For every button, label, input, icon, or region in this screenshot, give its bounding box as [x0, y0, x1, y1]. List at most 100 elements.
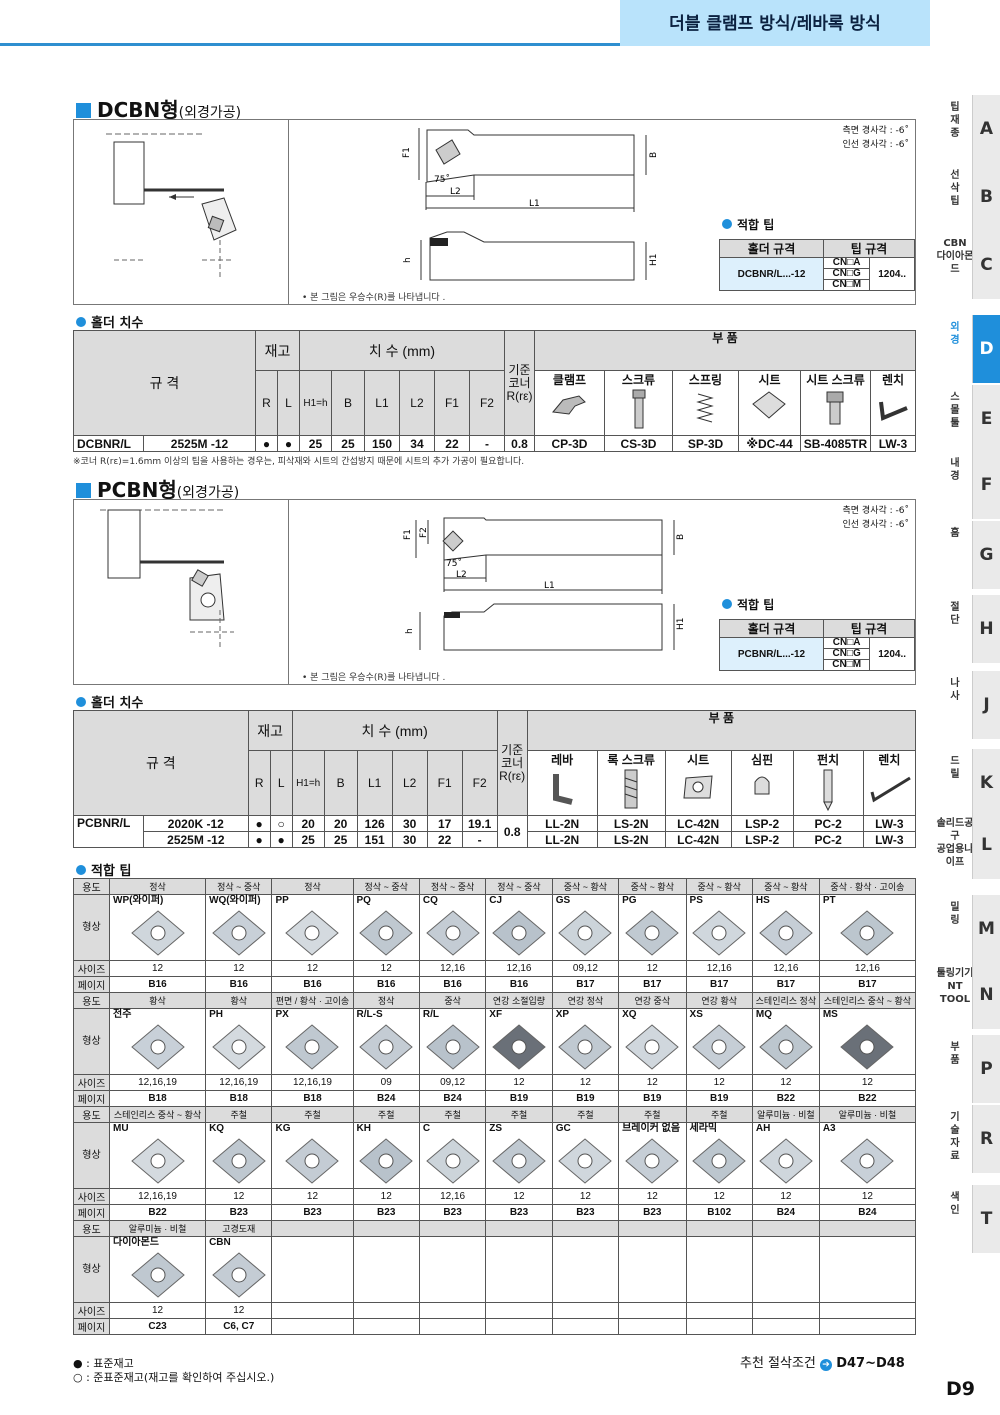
page-ref[interactable]: B16	[108, 976, 207, 993]
page-ref[interactable]: B22	[751, 1090, 820, 1107]
page-ref[interactable]: B19	[618, 1090, 687, 1107]
page-ref[interactable]: B23	[485, 1204, 553, 1221]
recommend-cutting: 추천 절삭조건 ➔ D47~D48	[740, 1356, 905, 1371]
tip-cell: XF	[485, 1008, 553, 1075]
tip-cell: MU	[108, 1122, 207, 1189]
page-ref[interactable]: B22	[108, 1204, 207, 1221]
page-ref[interactable]: B19	[485, 1090, 553, 1107]
page-ref[interactable]: B16	[271, 976, 354, 993]
side-tab-label: 부 품	[950, 1042, 960, 1066]
tip-cell	[618, 1236, 687, 1303]
insert-icon	[759, 1138, 813, 1184]
insert-icon	[492, 910, 546, 956]
pcbn-holder-title: 홀더 치수	[76, 692, 143, 711]
page-ref	[751, 1318, 820, 1335]
tip-cell: CJ	[485, 894, 553, 961]
insert-icon	[211, 1252, 266, 1298]
side-tab-letter: A	[972, 95, 1000, 163]
insert-icon	[692, 910, 746, 956]
side-tab-label: 내 경	[950, 458, 960, 482]
insert-icon	[425, 1138, 480, 1184]
page-ref[interactable]: B16	[352, 976, 420, 993]
page-ref[interactable]: B24	[418, 1090, 487, 1107]
side-tab-letter: M	[972, 895, 1000, 963]
page-ref[interactable]: B24	[751, 1204, 820, 1221]
page-ref[interactable]: B23	[551, 1204, 620, 1221]
tip-cell: R/L	[418, 1008, 487, 1075]
page-ref[interactable]: B17	[751, 976, 820, 993]
dcbn-title: DCBN형(외경가공)	[76, 94, 241, 123]
wrench-icon	[870, 776, 912, 803]
arrow-circle-icon: ➔	[820, 1359, 833, 1371]
page-ref[interactable]: B18	[205, 1090, 273, 1107]
pcbn-angle-side: 측면 경사각 : -6˚	[842, 506, 910, 516]
page-ref[interactable]: B18	[271, 1090, 354, 1107]
page-ref[interactable]: B23	[271, 1204, 354, 1221]
page-ref[interactable]: B19	[685, 1090, 753, 1107]
page-ref[interactable]: B23	[205, 1204, 273, 1221]
page-ref[interactable]: B17	[685, 976, 753, 993]
page-ref[interactable]: B102	[685, 1204, 753, 1221]
page-ref[interactable]: B22	[818, 1090, 917, 1107]
lock-screw-icon	[624, 769, 638, 809]
insert-icon	[359, 1138, 413, 1184]
tip-cell: XS	[685, 1008, 753, 1075]
page-ref[interactable]: B19	[551, 1090, 620, 1107]
tip-cell: C	[418, 1122, 487, 1189]
page-ref[interactable]: B23	[418, 1204, 487, 1221]
page-ref[interactable]: B17	[618, 976, 687, 993]
side-tab-letter: D	[972, 315, 1000, 383]
tip-cell: PG	[618, 894, 687, 961]
tip-cell: 브레이커 없음	[618, 1122, 687, 1189]
tip-cell: PX	[271, 1008, 354, 1075]
tip-cell: AH	[751, 1122, 820, 1189]
page-ref[interactable]: B17	[551, 976, 620, 993]
side-tab-letter: F	[972, 451, 1000, 519]
punch-icon	[823, 769, 833, 812]
page-ref[interactable]: B23	[618, 1204, 687, 1221]
page-ref	[618, 1318, 687, 1335]
page-ref[interactable]: B24	[352, 1090, 420, 1107]
recommend-page-link[interactable]: D47~D48	[836, 1356, 905, 1371]
tip-cell: CQ	[418, 894, 487, 961]
insert-icon	[425, 910, 480, 956]
page-ref[interactable]: B24	[818, 1204, 917, 1221]
page-ref[interactable]: B18	[108, 1090, 207, 1107]
page-ref[interactable]: C6, C7	[205, 1318, 273, 1335]
page-ref[interactable]: B16	[205, 976, 273, 993]
side-tab-label: 선 삭 팁	[950, 170, 960, 207]
tip-cell: ZS	[485, 1122, 553, 1189]
pcbn-tip-title: 적합 팁	[722, 596, 774, 613]
side-tab-letter: J	[972, 671, 1000, 739]
insert-icon	[558, 1024, 613, 1070]
page-ref[interactable]: C23	[108, 1318, 207, 1335]
side-tab-label: 밀 링	[950, 902, 960, 926]
page-ref[interactable]: B17	[818, 976, 917, 993]
svg-text:B: B	[676, 534, 686, 540]
insert-icon	[625, 910, 680, 956]
page-ref[interactable]: B16	[485, 976, 553, 993]
page-ref[interactable]: B23	[352, 1204, 420, 1221]
tip-cell	[271, 1236, 354, 1303]
svg-text:F1: F1	[403, 529, 413, 540]
page-ref	[271, 1318, 354, 1335]
page-ref[interactable]: B16	[418, 976, 487, 993]
